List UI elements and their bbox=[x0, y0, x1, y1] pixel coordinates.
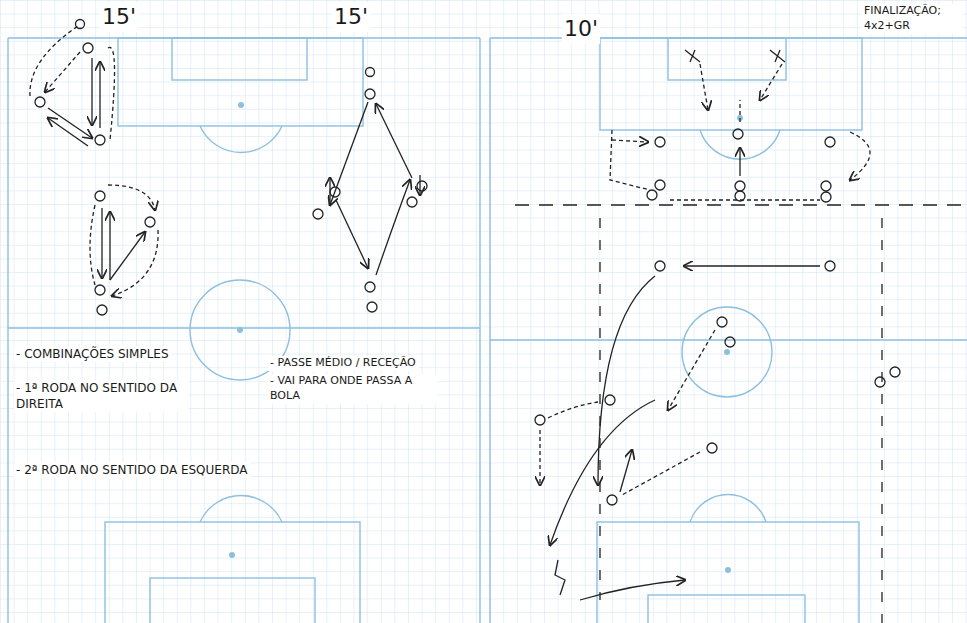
duration-label: 15' bbox=[100, 2, 138, 32]
drill-note: - 1ª RODA NO SENTIDO DA DIREITA bbox=[14, 380, 188, 412]
drill-note: - PASSE MÉDIO / RECEÇÃO bbox=[268, 356, 418, 371]
drill-note: - COMBINAÇÕES SIMPLES bbox=[14, 346, 171, 362]
duration-label: 15' bbox=[332, 2, 370, 32]
drill-note: - VAI PARA ONDE PASSA A BOLA bbox=[268, 374, 437, 404]
drill-note: - 2ª RODA NO SENTIDO DA ESQUERDA bbox=[14, 462, 250, 478]
duration-label: 10' bbox=[562, 14, 600, 44]
drill-note: FINALIZAÇÃO; 4x2+GR bbox=[862, 4, 962, 34]
